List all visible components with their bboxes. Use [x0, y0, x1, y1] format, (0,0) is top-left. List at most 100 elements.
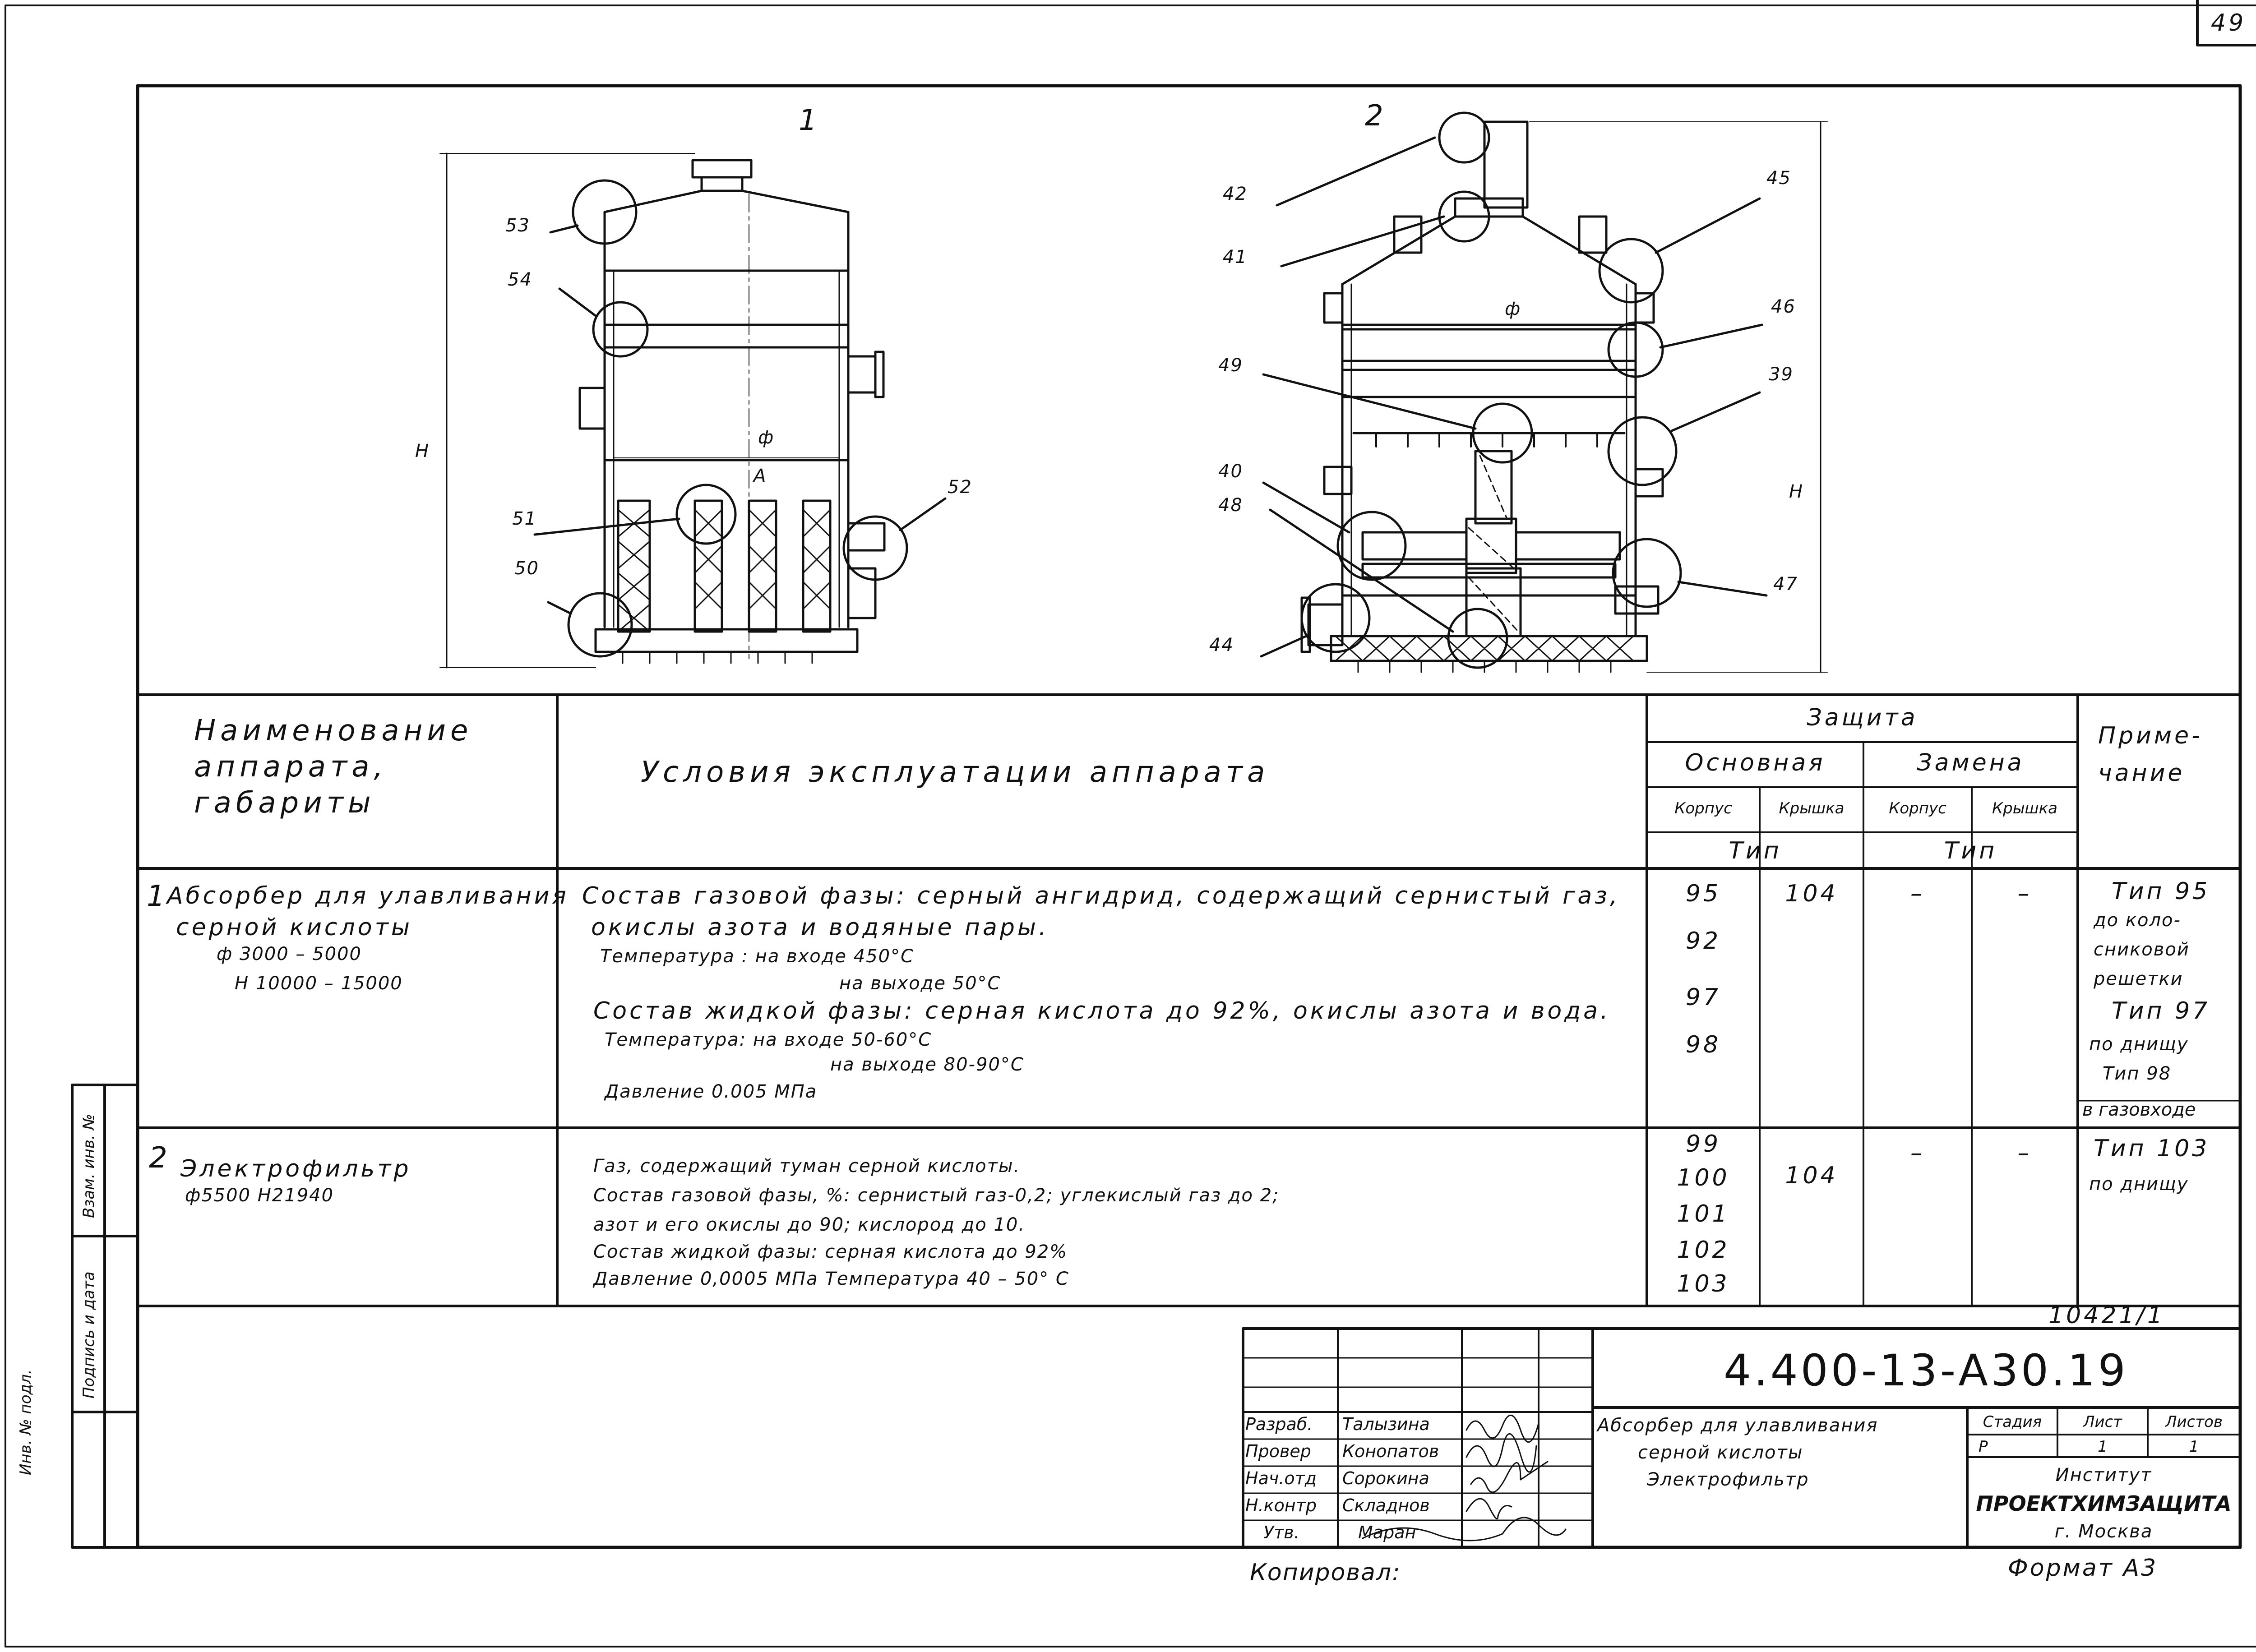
- row-1-note-line: до коло-: [2094, 910, 2181, 931]
- role-name: Сорокина: [1342, 1468, 1429, 1488]
- view-2-label: 2: [1365, 99, 1388, 133]
- row-1-note-line: по днищу: [2089, 1034, 2189, 1055]
- row-1-condition-line: окислы азота и водяные пары.: [591, 914, 1049, 941]
- page-number: 49: [2211, 9, 2247, 37]
- side-stamp-replace: Взам. инв. №: [80, 1114, 98, 1218]
- view-2-electrofilter: [1260, 111, 1828, 673]
- header-body-1: Корпус: [1674, 799, 1732, 817]
- role-name: Складнов: [1342, 1495, 1430, 1515]
- row-1-note-line: Тип 98: [2103, 1063, 2172, 1084]
- org-line: Институт: [2055, 1465, 2152, 1486]
- row-2-body-type: 102: [1677, 1237, 1730, 1264]
- header-lid-2: Крышка: [1992, 799, 2058, 817]
- outer-trim-line: [5, 5, 2256, 1647]
- row-1-note-line: решетки: [2094, 969, 2183, 989]
- row-1-condition-line: Температура : на входе 450°С: [600, 946, 915, 967]
- header-name: Наименование аппарата, габариты: [194, 714, 473, 820]
- page-number-box: [2196, 0, 2256, 46]
- callout-46: 46: [1771, 296, 1796, 317]
- row-1-note-line: Тип 95: [2112, 878, 2210, 905]
- title-line: серной кислоты: [1638, 1442, 1803, 1463]
- row-1-replace-body: –: [1910, 880, 1925, 907]
- dimension-h-label-2: H: [1789, 481, 1804, 502]
- callout-49: 49: [1218, 355, 1243, 376]
- row-1-condition-line: на выходе 50°С: [839, 973, 1001, 994]
- spec-table-grid: [136, 693, 2242, 1307]
- callout-42: 42: [1223, 184, 1248, 204]
- diameter-label-2: ф: [1505, 299, 1521, 319]
- row-2-note-line: Тип 103: [2094, 1135, 2210, 1162]
- title-block-frame: [1242, 1327, 2242, 1549]
- row-2-number: 2: [149, 1141, 172, 1175]
- row-2-body-type: 99: [1685, 1131, 1721, 1158]
- role-label: Нач.отд: [1245, 1468, 1317, 1488]
- header-type-2: Тип: [1944, 837, 1997, 864]
- row-2-note-line: по днищу: [2089, 1174, 2189, 1195]
- callout-40: 40: [1218, 461, 1243, 482]
- row-1-condition-line: Давление 0.005 МПа: [605, 1081, 818, 1102]
- row-2-condition-line: азот и его окислы до 90; кислород до 10.: [593, 1214, 1026, 1235]
- row-2-condition-line: Газ, содержащий туман серной кислоты.: [593, 1156, 1021, 1177]
- stage-value: Р: [1979, 1438, 1988, 1456]
- row-1-name-line: ф 3000 – 5000: [217, 944, 362, 964]
- callout-52: 52: [948, 477, 972, 498]
- role-label: Провер: [1245, 1441, 1311, 1461]
- row-2-condition-line: Давление 0,0005 МПа Температура 40 – 50°…: [593, 1269, 1069, 1289]
- title-line: Электрофильтр: [1647, 1469, 1809, 1490]
- row-1-name-line: Абсорбер для улавливания: [167, 882, 569, 909]
- row-2-replace-body: –: [1910, 1140, 1925, 1167]
- callout-47: 47: [1773, 574, 1798, 595]
- view-1-label: 1: [799, 104, 822, 137]
- role-name: Талызина: [1342, 1414, 1430, 1434]
- header-protection: Защита: [1807, 704, 1918, 731]
- callout-39: 39: [1769, 364, 1794, 385]
- row-1-condition-line: на выходе 80-90°С: [830, 1054, 1024, 1075]
- header-main: Основная: [1685, 749, 1826, 776]
- org-line: г. Москва: [2054, 1521, 2153, 1542]
- callout-41: 41: [1223, 247, 1248, 268]
- row-2-lid-type: 104: [1785, 1162, 1838, 1189]
- row-1-condition-line: Температура: на входе 50-60°С: [605, 1029, 932, 1050]
- copied-label: Копировал:: [1250, 1559, 1401, 1586]
- side-stamp-sign: Подпись и дата: [80, 1271, 98, 1398]
- header-body-2: Корпус: [1889, 799, 1946, 817]
- callout-53: 53: [505, 215, 530, 236]
- row-1-note-line: Тип 97: [2112, 997, 2210, 1024]
- row-1-name-line: Н 10000 – 15000: [235, 973, 403, 994]
- callout-45: 45: [1766, 168, 1791, 189]
- inventory-number: 10421/1: [2048, 1302, 2165, 1329]
- sheet-label: Лист: [2083, 1413, 2122, 1431]
- row-1-note-line: в газовходе: [2082, 1099, 2196, 1120]
- role-label: Н.контр: [1245, 1495, 1317, 1515]
- callout-51: 51: [512, 508, 537, 529]
- side-stamp-frame: [71, 1084, 139, 1549]
- row-1-body-type: 97: [1685, 984, 1721, 1011]
- row-2-condition-line: Состав жидкой фазы: серная кислота до 92…: [593, 1241, 1068, 1262]
- row-2-body-type: 101: [1677, 1200, 1730, 1227]
- callout-54: 54: [508, 269, 532, 290]
- row-2-name-line: Электрофильтр: [180, 1155, 411, 1182]
- sheets-value: 1: [2189, 1438, 2199, 1456]
- callout-48: 48: [1218, 495, 1243, 516]
- designation: 4.400-13-А30.19: [1724, 1345, 2128, 1396]
- header-lid-1: Крышка: [1779, 799, 1845, 817]
- org-line: ПРОЕКТХИМЗАЩИТА: [1976, 1491, 2232, 1516]
- header-type-1: Тип: [1729, 837, 1782, 864]
- role-name: Конопатов: [1342, 1441, 1439, 1461]
- dimension-h-label-1: H: [415, 441, 430, 461]
- side-stamp-inv: Инв. № подл.: [17, 1369, 35, 1475]
- role-label: Утв.: [1263, 1523, 1299, 1542]
- row-1-lid-type: 104: [1785, 880, 1838, 907]
- row-2-body-type: 100: [1677, 1164, 1730, 1191]
- row-1-number: 1: [147, 880, 170, 913]
- row-2-name-line: ф5500 Н21940: [185, 1185, 334, 1206]
- row-1-note-line: сниковой: [2094, 939, 2190, 960]
- row-2-condition-line: Состав газовой фазы, %: сернистый газ-0,…: [593, 1185, 1280, 1206]
- row-1-body-type: 95: [1685, 880, 1721, 907]
- header-replace: Замена: [1917, 749, 2025, 776]
- signatures: [1362, 1415, 1567, 1541]
- section-a-label: A: [754, 466, 767, 486]
- stage-label: Стадия: [1983, 1413, 2042, 1431]
- header-conditions: Условия эксплуатации аппарата: [641, 756, 1270, 789]
